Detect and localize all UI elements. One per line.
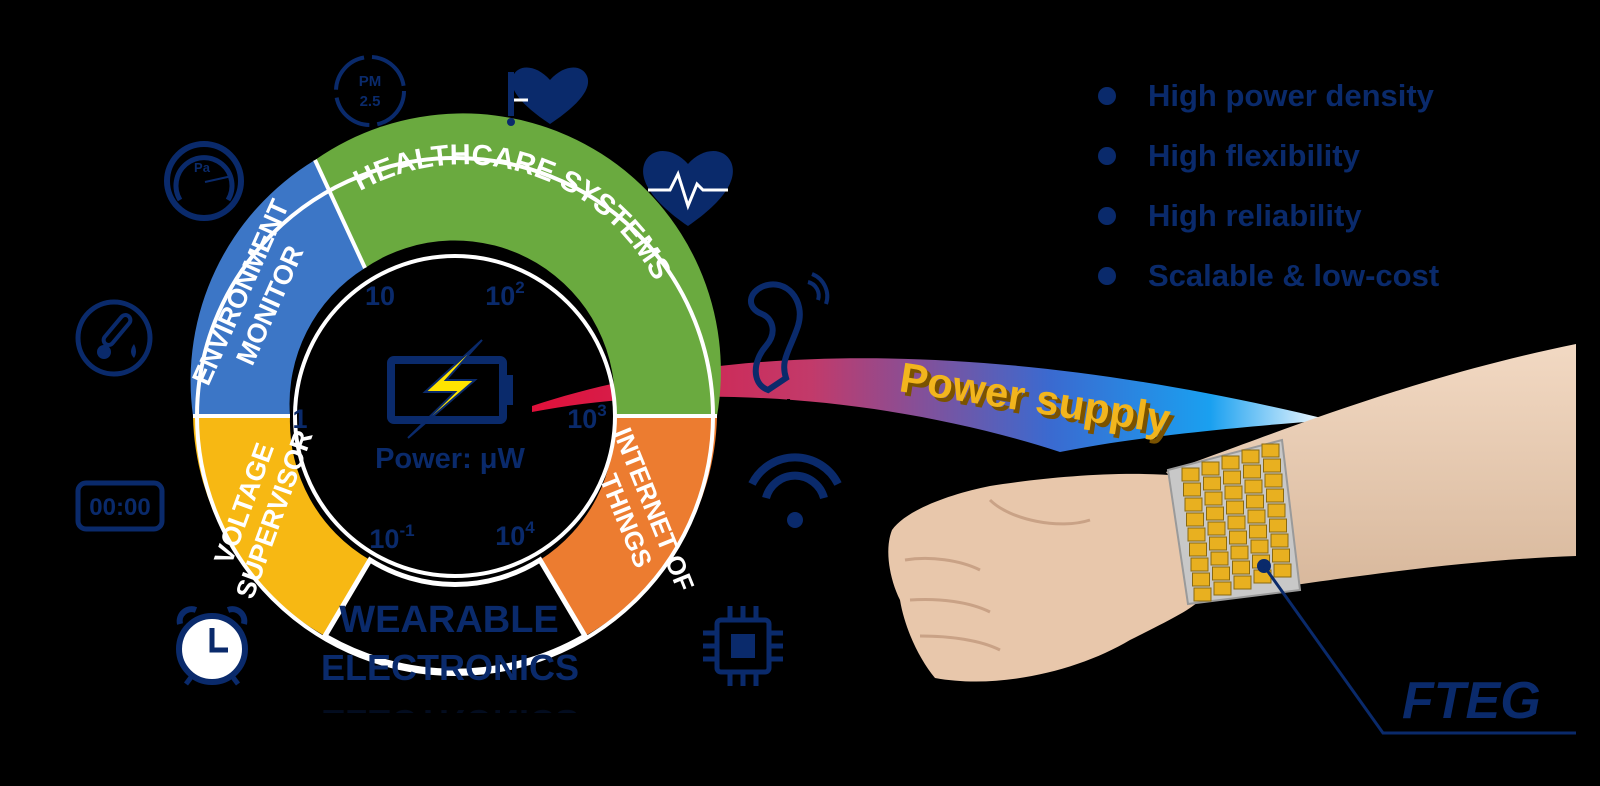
pm-label-line1: PM [359, 73, 382, 90]
teg-cell [1270, 533, 1289, 548]
fteg-device [1166, 438, 1302, 606]
teg-cell [1230, 545, 1249, 560]
teg-cell [1249, 524, 1267, 539]
teg-cell [1207, 521, 1226, 536]
application-ring: HEALTHCARE SYSTEMS ENVIRONMENT MONITOR V… [186, 113, 721, 743]
teg-cell [1204, 491, 1223, 506]
teg-cell [1229, 530, 1247, 545]
segment-environment [190, 160, 365, 416]
power-unit-label: Power: μW [375, 443, 525, 475]
bullet-dot [1098, 207, 1116, 225]
teg-cell [1264, 473, 1283, 488]
fteg-callout: FTEG [1257, 559, 1576, 735]
teg-cell [1227, 515, 1246, 530]
segment-healthcare [315, 113, 721, 416]
segment-voltage [193, 416, 370, 636]
bullet-dot [1098, 147, 1116, 165]
teg-cell [1246, 494, 1264, 509]
teg-cell [1190, 557, 1209, 572]
heart-rate-sensor-icon [507, 67, 589, 126]
teg-cell [1233, 575, 1252, 590]
pm-label-line2: 2.5 [360, 93, 381, 110]
feature-item: High reliability [1098, 186, 1439, 246]
teg-cell [1224, 485, 1243, 500]
teg-cell [1203, 476, 1221, 491]
hand [888, 473, 1200, 682]
feature-item: High power density [1098, 66, 1439, 126]
scale-10: 10 [365, 281, 395, 311]
teg-cell [1243, 464, 1261, 479]
scale-1: 1 [292, 404, 307, 434]
teg-cell [1267, 503, 1286, 518]
pa-label: Pa [194, 160, 211, 175]
teg-cell [1273, 563, 1292, 578]
teg-cell [1187, 527, 1206, 542]
fteg-label: FTEG [1402, 672, 1541, 730]
teg-cell [1186, 512, 1204, 527]
teg-cell [1212, 566, 1230, 581]
label-wearable: WEARABLE [339, 599, 559, 641]
bullet-dot [1098, 267, 1116, 285]
pm25-sensor-icon: PM 2.5 [334, 55, 406, 127]
teg-cell [1189, 542, 1207, 557]
teg-cell [1192, 572, 1210, 587]
teg-cell [1226, 500, 1244, 515]
heartbeat-icon [643, 150, 733, 226]
hearing-aid-icon [748, 272, 830, 394]
teg-cell [1209, 536, 1227, 551]
teg-cell [1241, 449, 1260, 464]
teg-cell [1272, 548, 1290, 563]
teg-cell [1181, 467, 1200, 482]
segment-iot [540, 416, 717, 636]
timer-text: 00:00 [89, 494, 150, 521]
occluded-wireless-text: Wireless [738, 395, 828, 420]
teg-cell [1263, 458, 1281, 473]
teg-cell [1247, 509, 1266, 524]
segment-wearable [321, 556, 589, 674]
arrow-band [532, 358, 1330, 452]
pressure-gauge-icon: Pa [164, 141, 244, 221]
feature-text: High flexibility [1148, 138, 1360, 173]
feature-text: High reliability [1148, 198, 1362, 233]
bullet-dot [1098, 87, 1116, 105]
teg-cell [1269, 518, 1287, 533]
teg-cell [1193, 587, 1212, 602]
scale-1000: 103 [567, 401, 607, 434]
label-electronics: ELECTRONICS [321, 647, 579, 688]
teg-cell [1266, 488, 1284, 503]
teg-cell [1221, 455, 1240, 470]
teg-cell [1213, 581, 1232, 596]
thermometer-humidity-icon [75, 299, 153, 377]
feature-text: Scalable & low-cost [1148, 258, 1440, 293]
feature-text: High power density [1148, 78, 1434, 113]
teg-cell [1223, 470, 1241, 485]
timer-display-icon: 00:00 [75, 480, 165, 532]
feature-item: Scalable & low-cost [1098, 246, 1439, 306]
teg-cell [1210, 551, 1229, 566]
feature-item: High flexibility [1098, 126, 1439, 186]
teg-cell [1201, 461, 1220, 476]
teg-cell [1261, 443, 1280, 458]
teg-cell [1244, 479, 1263, 494]
teg-cell [1250, 539, 1269, 554]
teg-cell [1184, 497, 1203, 512]
teg-cell [1232, 560, 1250, 575]
feature-list: High power density High flexibility High… [1098, 66, 1439, 306]
teg-cell [1206, 506, 1224, 521]
microchip-icon [703, 606, 783, 686]
scale-100: 102 [485, 278, 525, 311]
teg-cell [1183, 482, 1201, 497]
scale-0.1: 10-1 [369, 521, 414, 554]
battery-charging-icon [387, 339, 513, 439]
alarm-clock-icon [176, 606, 248, 686]
wifi-icon [748, 453, 842, 528]
scale-10000: 104 [495, 518, 535, 551]
